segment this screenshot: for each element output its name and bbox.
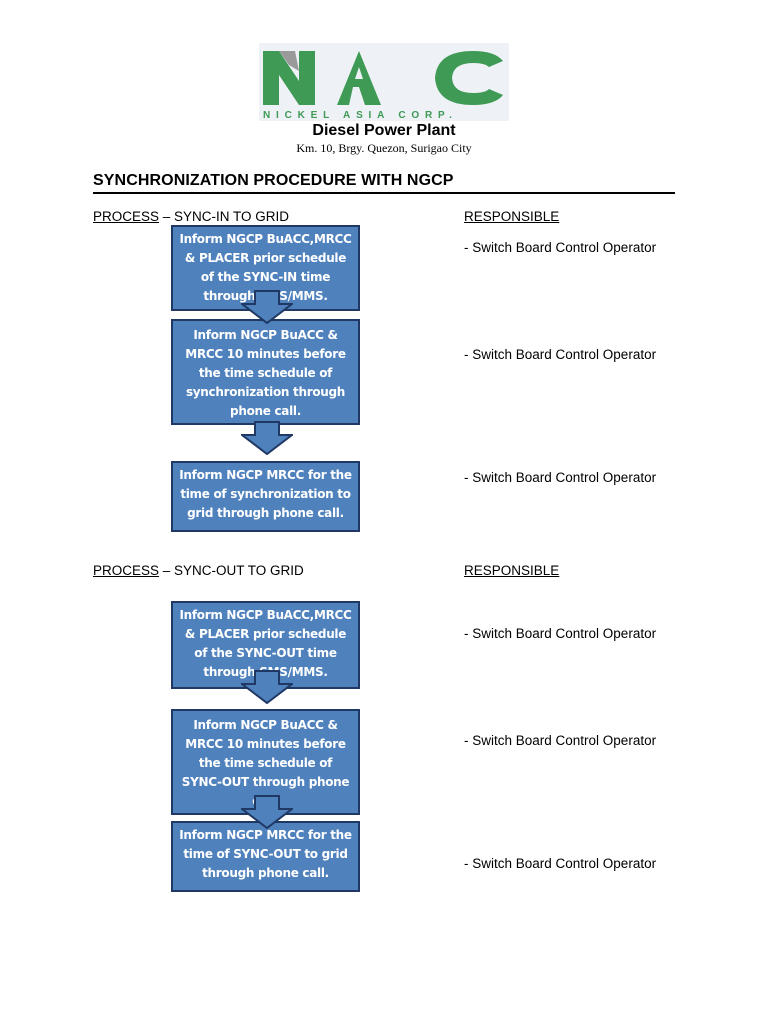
- plant-address: Km. 10, Brgy. Quezon, Surigao City: [296, 141, 472, 155]
- nac-logo-graphic: NICKEL ASIA CORP.: [263, 51, 503, 121]
- process-title: – SYNC-IN TO GRID: [159, 209, 290, 224]
- process-heading-sync-in: PROCESS – SYNC-IN TO GRID: [93, 209, 289, 224]
- responsible-item: - Switch Board Control Operator: [464, 347, 657, 362]
- down-arrow-icon: [241, 795, 293, 829]
- down-arrow-icon: [241, 421, 293, 455]
- responsible-item: - Switch Board Control Operator: [464, 626, 657, 641]
- logo-subtext: NICKEL ASIA CORP.: [263, 110, 458, 121]
- flow-step-box: Inform NGCP BuACC & MRCC 10 minutes befo…: [171, 319, 360, 425]
- title-divider: [93, 192, 675, 194]
- process-title: – SYNC-OUT TO GRID: [159, 563, 304, 578]
- down-arrow-icon: [241, 290, 293, 324]
- responsible-item: - Switch Board Control Operator: [464, 733, 657, 748]
- process-word: PROCESS: [93, 563, 160, 578]
- responsible-item: - Switch Board Control Operator: [464, 856, 657, 871]
- down-arrow-icon: [241, 670, 293, 704]
- document-title: SYNCHRONIZATION PROCEDURE WITH NGCP: [93, 172, 454, 189]
- responsible-item: - Switch Board Control Operator: [464, 470, 657, 485]
- flow-step-box: Inform NGCP MRCC for the time of SYNC-OU…: [171, 821, 360, 892]
- flow-step-box: Inform NGCP BuACC,MRCC & PLACER prior sc…: [171, 225, 360, 311]
- responsible-heading: RESPONSIBLE: [464, 209, 560, 224]
- responsible-heading: RESPONSIBLE: [464, 563, 560, 578]
- plant-name: Diesel Power Plant: [312, 122, 456, 139]
- responsible-item: - Switch Board Control Operator: [464, 240, 657, 255]
- flow-step-box: Inform NGCP BuACC,MRCC & PLACER prior sc…: [171, 601, 360, 689]
- flow-step-box: Inform NGCP MRCC for the time of synchro…: [171, 461, 360, 532]
- process-heading-sync-out: PROCESS – SYNC-OUT TO GRID: [93, 563, 304, 578]
- company-logo: NICKEL ASIA CORP.: [259, 43, 509, 121]
- process-word: PROCESS: [93, 209, 160, 224]
